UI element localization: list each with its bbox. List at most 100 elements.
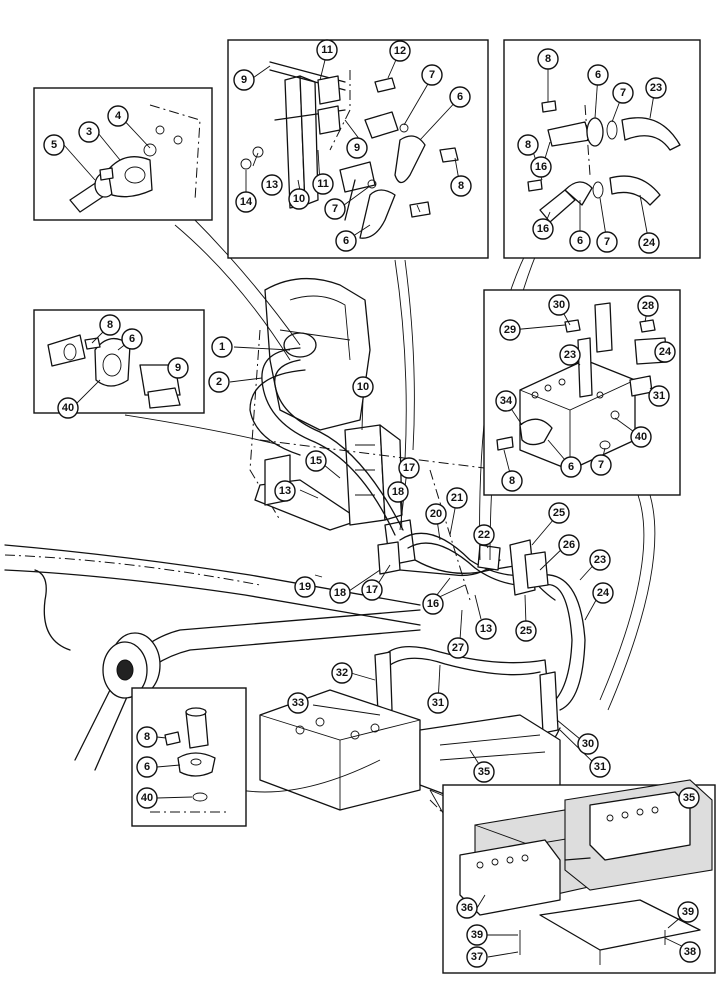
callout-15: 15	[305, 450, 327, 472]
callout-8: 8	[537, 48, 559, 70]
svg-text:4: 4	[115, 110, 122, 122]
callout-6: 6	[335, 230, 357, 252]
svg-text:13: 13	[480, 623, 492, 635]
callout-39: 39	[466, 924, 488, 946]
svg-text:31: 31	[432, 697, 444, 709]
callout-1: 1	[211, 336, 233, 358]
callout-40: 40	[57, 397, 79, 419]
svg-text:7: 7	[332, 203, 338, 215]
svg-text:27: 27	[452, 642, 464, 654]
callout-16: 16	[530, 156, 552, 178]
svg-text:39: 39	[471, 929, 483, 941]
callout-30: 30	[577, 733, 599, 755]
callout-23: 23	[589, 549, 611, 571]
callout-6: 6	[560, 456, 582, 478]
svg-text:35: 35	[683, 792, 695, 804]
svg-text:26: 26	[563, 539, 575, 551]
wheel-hub	[102, 632, 161, 699]
svg-text:19: 19	[299, 581, 311, 593]
svg-text:9: 9	[175, 362, 181, 374]
svg-text:37: 37	[471, 951, 483, 963]
callout-7: 7	[596, 231, 618, 253]
callout-8: 8	[517, 134, 539, 156]
svg-text:40: 40	[62, 402, 74, 414]
callouts: 3 4 5 11 9 12 7 6 9 13 11 14 10 7 8 6 8 …	[43, 39, 701, 968]
svg-text:7: 7	[429, 69, 435, 81]
callout-25: 25	[515, 620, 537, 642]
callout-29: 29	[499, 319, 521, 341]
svg-text:39: 39	[682, 906, 694, 918]
svg-text:17: 17	[366, 584, 378, 596]
callout-12: 12	[389, 40, 411, 62]
svg-text:10: 10	[357, 381, 369, 393]
callout-10: 10	[288, 188, 310, 210]
callout-31: 31	[648, 385, 670, 407]
svg-text:3: 3	[86, 126, 92, 138]
svg-text:16: 16	[537, 223, 549, 235]
svg-text:30: 30	[553, 299, 565, 311]
svg-text:9: 9	[354, 142, 360, 154]
svg-text:23: 23	[594, 554, 606, 566]
callout-6: 6	[121, 328, 143, 350]
svg-text:29: 29	[504, 324, 516, 336]
callout-8: 8	[501, 470, 523, 492]
svg-text:13: 13	[279, 485, 291, 497]
callout-32: 31	[427, 692, 449, 714]
svg-text:9: 9	[241, 74, 247, 86]
mounting-bracket	[344, 424, 403, 526]
callout-20: 20	[425, 503, 447, 525]
callout-17: 17	[361, 579, 383, 601]
svg-text:25: 25	[553, 507, 565, 519]
svg-text:16: 16	[427, 598, 439, 610]
callout-23: 23	[559, 344, 581, 366]
callout-13: 13	[274, 480, 296, 502]
svg-text:13: 13	[266, 179, 278, 191]
callout-21: 21	[446, 487, 468, 509]
callout-5: 5	[43, 134, 65, 156]
svg-text:6: 6	[129, 333, 135, 345]
svg-text:15: 15	[310, 455, 322, 467]
callout-13: 13	[475, 618, 497, 640]
svg-text:17: 17	[403, 462, 415, 474]
callout-6: 6	[449, 86, 471, 108]
callout-23: 23	[645, 77, 667, 99]
inset-dual-valves	[442, 779, 716, 974]
callout-9: 9	[233, 69, 255, 91]
svg-text:31: 31	[653, 390, 665, 402]
callout-7: 7	[421, 64, 443, 86]
svg-text:8: 8	[144, 731, 150, 743]
callout-30: 30	[548, 294, 570, 316]
callout-6: 6	[587, 64, 609, 86]
callout-35: 35	[473, 761, 495, 783]
svg-text:25: 25	[520, 625, 532, 637]
svg-text:6: 6	[577, 235, 583, 247]
svg-text:22: 22	[478, 529, 490, 541]
svg-text:30: 30	[582, 738, 594, 750]
callout-11: 11	[316, 39, 338, 61]
callout-9: 9	[346, 137, 368, 159]
svg-text:33: 33	[292, 697, 304, 709]
callout-26: 26	[558, 534, 580, 556]
svg-text:5: 5	[51, 139, 57, 151]
callout-17: 17	[398, 457, 420, 479]
svg-text:2: 2	[216, 376, 222, 388]
callout-24: 24	[638, 232, 660, 254]
transmission-housing	[249, 277, 371, 521]
callout-3: 3	[78, 121, 100, 143]
callout-4: 4	[107, 105, 129, 127]
callout-33: 32	[331, 662, 353, 684]
callout-16: 16	[532, 218, 554, 240]
svg-text:20: 20	[430, 508, 442, 520]
callout-8: 8	[450, 175, 472, 197]
callout-36: 35	[678, 787, 700, 809]
svg-text:7: 7	[598, 459, 604, 471]
callout-38: 37	[466, 946, 488, 968]
svg-text:18: 18	[392, 486, 404, 498]
callout-16: 16	[422, 593, 444, 615]
svg-text:6: 6	[568, 461, 574, 473]
callout-8: 8	[136, 726, 158, 748]
callout-40: 40	[136, 787, 158, 809]
svg-text:6: 6	[457, 91, 463, 103]
callout-7: 7	[590, 454, 612, 476]
